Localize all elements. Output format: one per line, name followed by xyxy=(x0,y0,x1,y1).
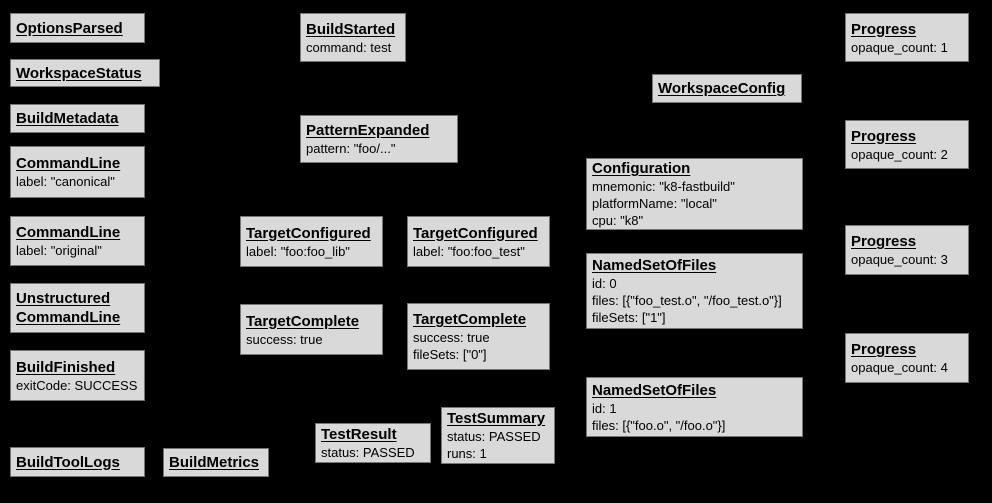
node-field: cpu: "k8" xyxy=(592,213,644,228)
node-field: opaque_count: 3 xyxy=(851,252,948,267)
node-target-configured-foo-lib: TargetConfigured label: "foo:foo_lib" xyxy=(240,216,383,267)
node-title: BuildMetadata xyxy=(16,110,119,127)
node-field: label: "original" xyxy=(16,243,102,258)
node-field: status: PASSED xyxy=(447,429,541,444)
node-build-started: BuildStarted command: test xyxy=(300,13,406,62)
node-field: fileSets: ["1"] xyxy=(592,310,666,325)
node-field: platformName: "local" xyxy=(592,196,717,211)
node-title: TestSummary xyxy=(447,410,546,427)
node-field: id: 0 xyxy=(592,276,617,291)
node-title: Unstructured CommandLine xyxy=(16,290,121,326)
node-title: BuildStarted xyxy=(306,20,396,38)
node-field: command: test xyxy=(306,39,392,55)
node-options-parsed: OptionsParsed xyxy=(10,13,145,43)
node-field: pattern: "foo/..." xyxy=(306,141,396,156)
node-field: exitCode: SUCCESS xyxy=(16,377,138,393)
node-unstructured-command-line: Unstructured CommandLine xyxy=(10,283,145,333)
node-field: opaque_count: 4 xyxy=(851,360,948,375)
node-field: opaque_count: 1 xyxy=(851,39,948,55)
node-command-line-original: CommandLine label: "original" xyxy=(10,216,145,266)
node-title: OptionsParsed xyxy=(16,19,123,37)
node-target-configured-foo-test: TargetConfigured label: "foo:foo_test" xyxy=(407,216,550,267)
node-progress-4: Progress opaque_count: 4 xyxy=(845,333,969,383)
node-title: WorkspaceStatus xyxy=(16,64,142,82)
node-workspace-status: WorkspaceStatus xyxy=(10,59,160,87)
node-build-metrics: BuildMetrics xyxy=(163,448,269,477)
node-title: TargetComplete xyxy=(413,311,527,328)
node-title: TargetConfigured xyxy=(246,224,371,242)
node-command-line-canonical: CommandLine label: "canonical" xyxy=(10,146,145,198)
node-field: mnemonic: "k8-fastbuild" xyxy=(592,179,735,194)
node-title: Configuration xyxy=(592,160,691,177)
node-title: WorkspaceConfig xyxy=(658,80,786,97)
node-title: CommandLine xyxy=(16,155,121,172)
node-field: label: "foo:foo_lib" xyxy=(246,243,350,259)
node-field: runs: 1 xyxy=(447,446,487,461)
node-named-set-of-files-1: NamedSetOfFiles id: 1 files: [{"foo.o", … xyxy=(586,377,803,437)
node-progress-1: Progress opaque_count: 1 xyxy=(845,13,969,62)
node-target-complete-foo-test: TargetComplete success: true fileSets: [… xyxy=(407,303,550,370)
node-build-tool-logs: BuildToolLogs xyxy=(10,447,145,477)
node-title: CommandLine xyxy=(16,224,121,241)
node-title: TargetComplete xyxy=(246,312,360,330)
node-build-metadata: BuildMetadata xyxy=(10,104,145,133)
node-field: label: "foo:foo_test" xyxy=(413,243,525,259)
node-test-summary: TestSummary status: PASSED runs: 1 xyxy=(441,407,555,464)
node-title: BuildMetrics xyxy=(169,454,260,471)
node-field: files: [{"foo_test.o", "/foo_test.o"}] xyxy=(592,293,782,308)
node-pattern-expanded: PatternExpanded pattern: "foo/..." xyxy=(300,115,458,163)
node-title: Progress xyxy=(851,233,917,250)
node-build-finished: BuildFinished exitCode: SUCCESS xyxy=(10,350,145,401)
node-title: BuildFinished xyxy=(16,358,116,376)
node-title: TestResult xyxy=(321,426,397,443)
node-title: Progress xyxy=(851,20,917,38)
node-progress-3: Progress opaque_count: 3 xyxy=(845,225,969,275)
node-field: fileSets: ["0"] xyxy=(413,347,487,362)
node-field: status: PASSED xyxy=(321,445,415,460)
node-title: Progress xyxy=(851,341,917,358)
node-field: success: true xyxy=(246,331,323,347)
node-title: NamedSetOfFiles xyxy=(592,381,717,399)
node-field: files: [{"foo.o", "/foo.o"}] xyxy=(592,417,726,433)
node-title: NamedSetOfFiles xyxy=(592,257,717,274)
node-field: id: 1 xyxy=(592,400,617,416)
node-title: BuildToolLogs xyxy=(16,453,120,471)
node-title: PatternExpanded xyxy=(306,122,430,139)
node-field: label: "canonical" xyxy=(16,174,115,189)
node-configuration: Configuration mnemonic: "k8-fastbuild" p… xyxy=(586,158,803,230)
node-named-set-of-files-0: NamedSetOfFiles id: 0 files: [{"foo_test… xyxy=(586,253,803,329)
node-target-complete-foo-lib: TargetComplete success: true xyxy=(240,304,383,355)
node-field: opaque_count: 2 xyxy=(851,146,948,162)
node-title: Progress xyxy=(851,127,917,145)
node-title: TargetConfigured xyxy=(413,224,538,242)
node-workspace-config: WorkspaceConfig xyxy=(652,74,802,103)
node-field: success: true xyxy=(413,330,490,345)
node-test-result: TestResult status: PASSED xyxy=(315,423,431,463)
node-progress-2: Progress opaque_count: 2 xyxy=(845,120,969,169)
